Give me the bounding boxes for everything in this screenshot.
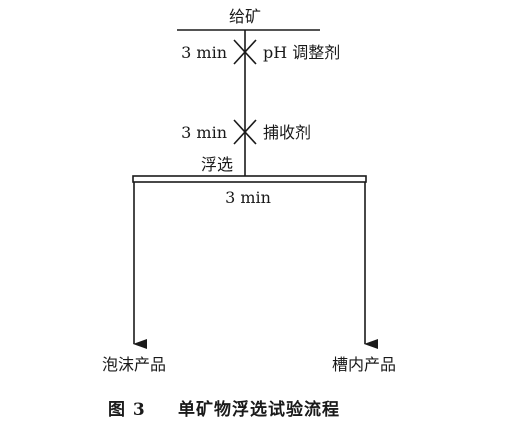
- figure-title: 单矿物浮选试验流程: [178, 399, 340, 420]
- reagent-cross-1: [233, 39, 257, 65]
- figure-number: 图 3: [108, 400, 146, 420]
- reagent-collector: 捕收剂: [263, 123, 311, 142]
- tailing-product-label: 槽内产品: [332, 355, 396, 374]
- reagent-ph-adjuster: pH 调整剂: [263, 43, 340, 62]
- reagent-addition-collector: 3 min 捕收剂: [181, 119, 311, 145]
- flotation-cell: [132, 175, 367, 183]
- reagent-addition-ph-adjuster: 3 min pH 调整剂: [181, 39, 340, 65]
- conditioning-time-2: 3 min: [181, 123, 227, 142]
- flotation-time: 3 min: [225, 188, 271, 207]
- froth-product-label: 泡沫产品: [102, 355, 166, 374]
- feed-label: 给矿: [229, 7, 261, 26]
- flotation-label: 浮选: [201, 155, 233, 174]
- conditioning-time-1: 3 min: [181, 43, 227, 62]
- reagent-cross-2: [233, 119, 257, 145]
